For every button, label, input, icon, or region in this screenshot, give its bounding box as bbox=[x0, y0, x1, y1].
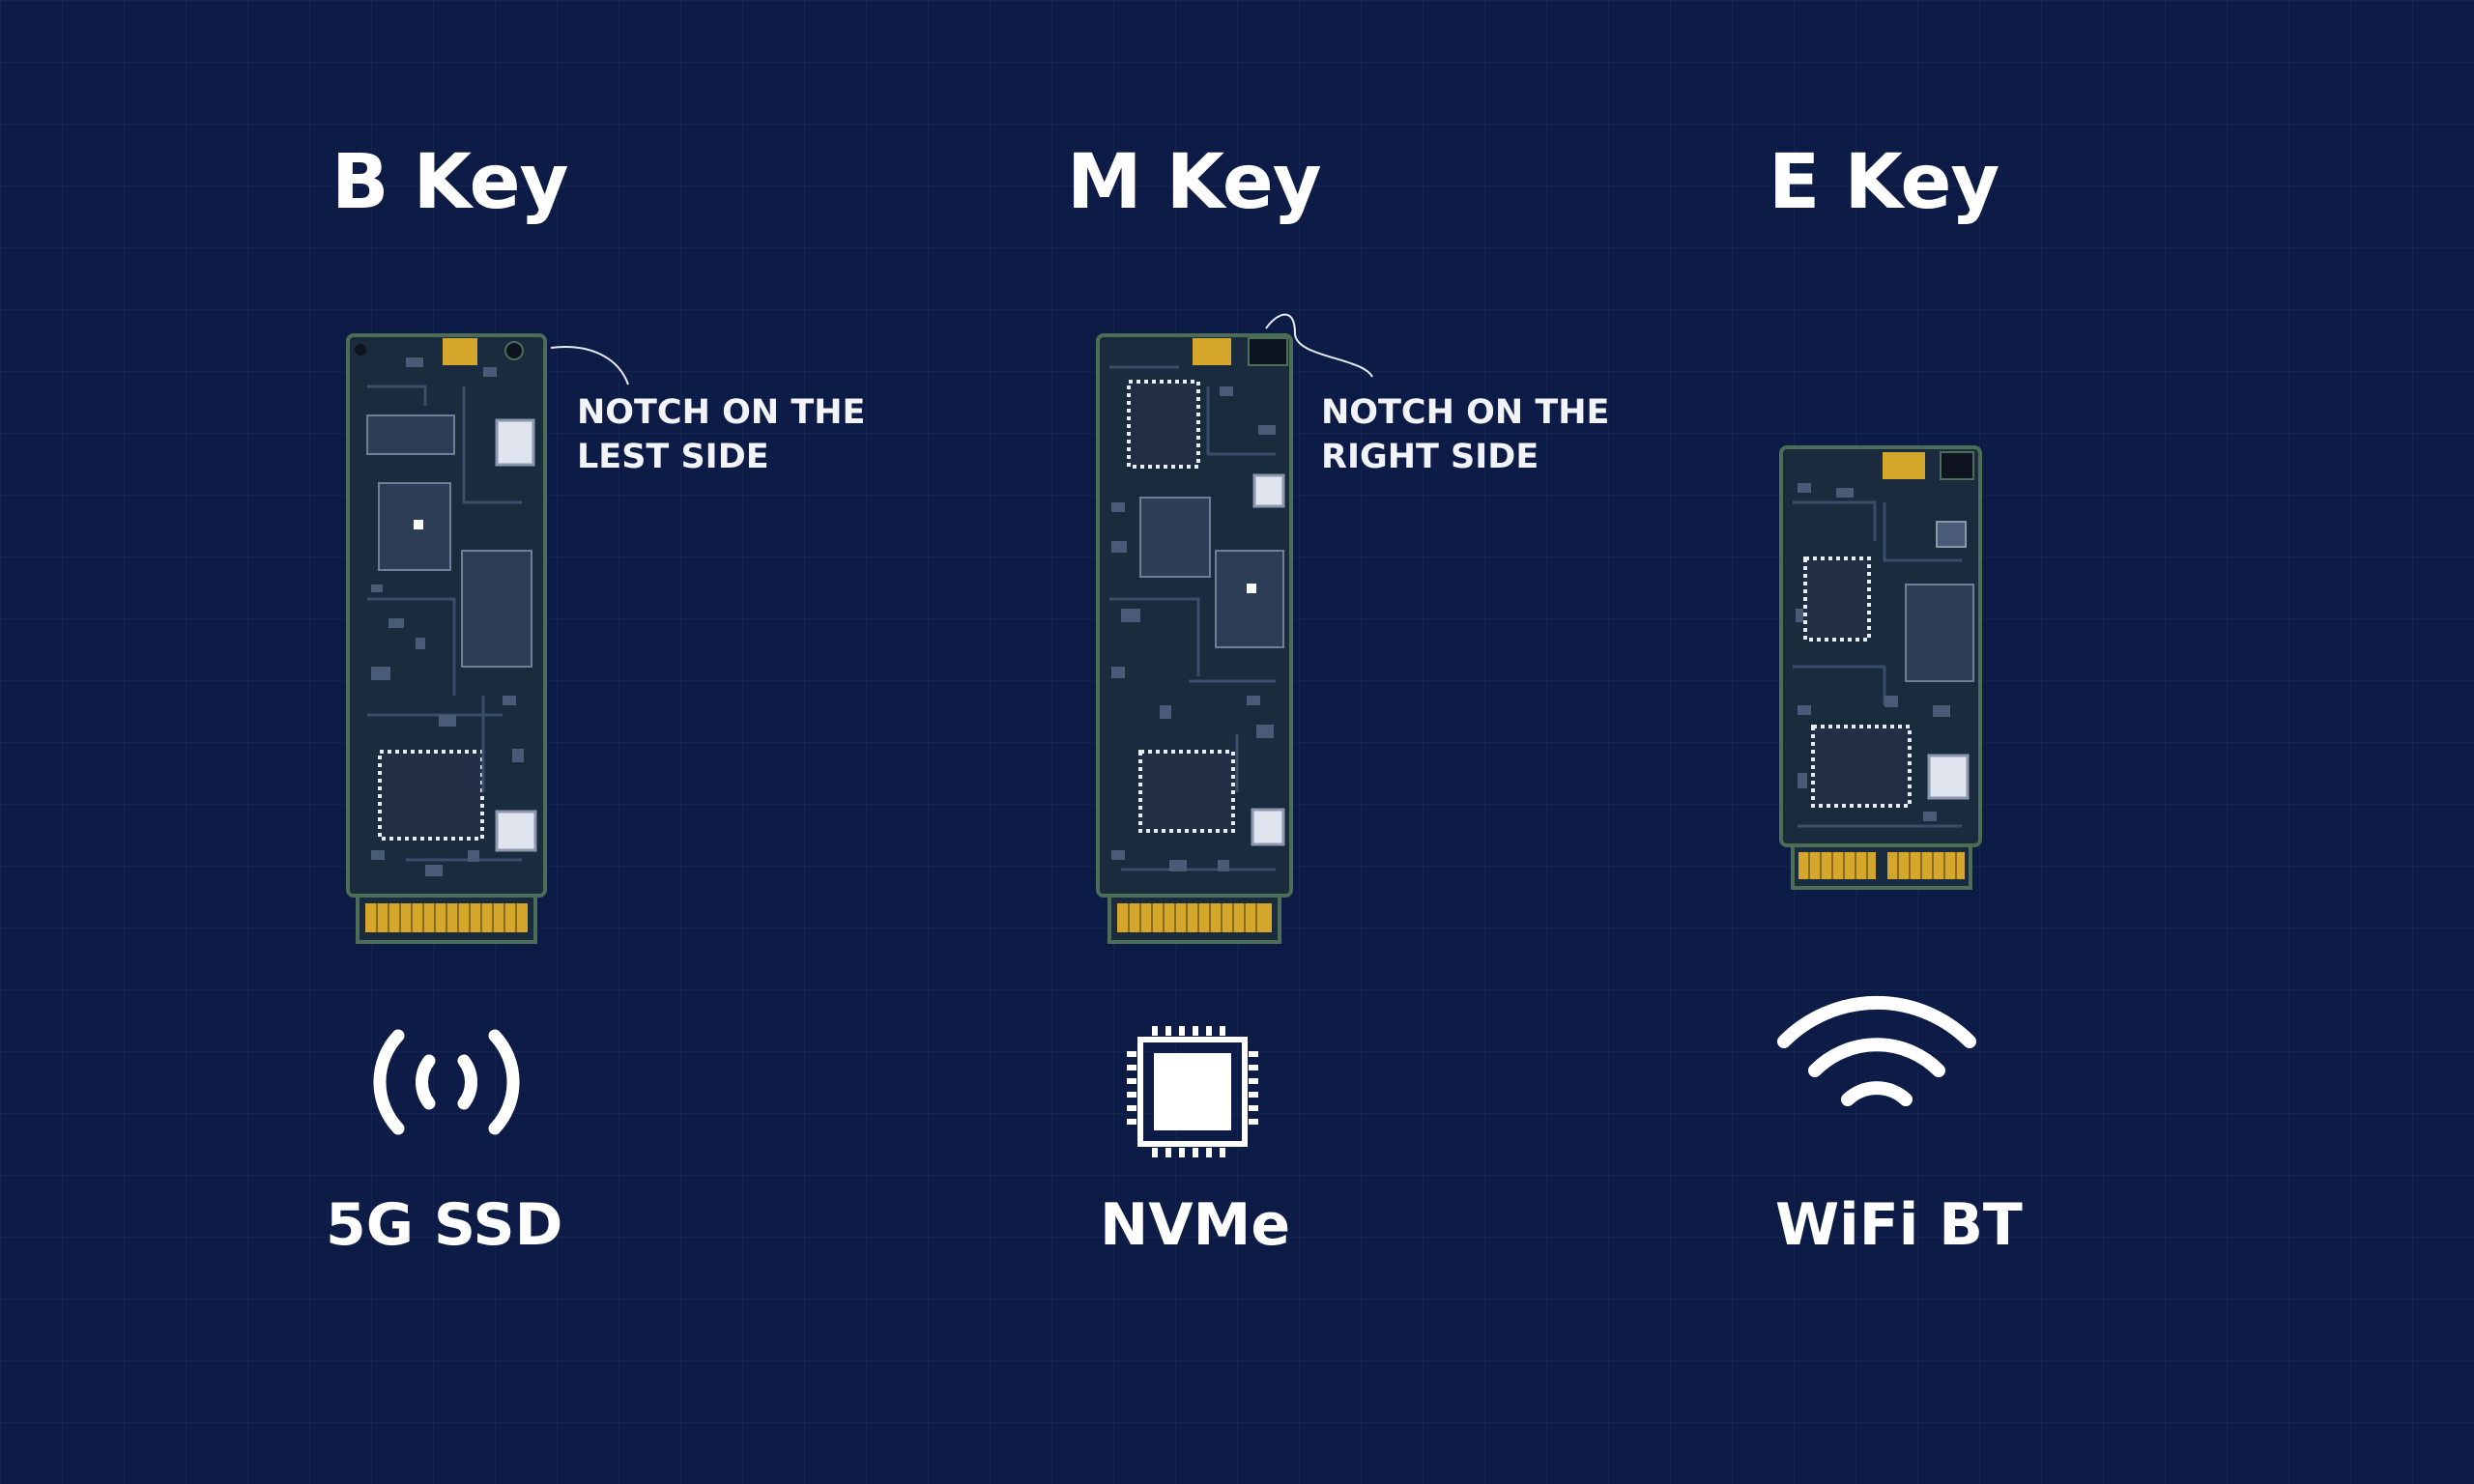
e-key-use-label: WiFi BT bbox=[1775, 1191, 2023, 1259]
m-key-notch-note-line-1: NOTCH ON THE bbox=[1321, 393, 1610, 432]
b-key-notch-note-line-2: LEST SIDE bbox=[577, 438, 769, 476]
m-key-use-label: NVMe bbox=[1100, 1191, 1291, 1259]
m-key-pcb bbox=[1096, 333, 1293, 944]
m-key-notch-callout-line bbox=[1265, 313, 1373, 378]
m-key-gold-contacts bbox=[1117, 903, 1272, 932]
chip-icon bbox=[1127, 1026, 1258, 1157]
e-key-gold-contacts-right bbox=[1887, 852, 1965, 879]
e-key-heading: E Key bbox=[1769, 139, 1999, 226]
m-key-notch-note-line-2: RIGHT SIDE bbox=[1321, 438, 1539, 476]
e-key-gold-contacts-left bbox=[1798, 852, 1876, 879]
b-key-heading: B Key bbox=[331, 139, 568, 226]
b-key-notch-note: NOTCH ON THE LEST SIDE bbox=[577, 390, 865, 479]
m-key-notch-note: NOTCH ON THE RIGHT SIDE bbox=[1321, 390, 1609, 479]
b-key-use-label: 5G SSD bbox=[326, 1191, 563, 1259]
b-key-notch-callout-line bbox=[550, 346, 629, 385]
m-key-heading: M Key bbox=[1067, 139, 1322, 226]
b-key-notch-note-line-1: NOTCH ON THE bbox=[577, 393, 866, 432]
b-key-pcb bbox=[346, 333, 547, 944]
cellular-signal-icon bbox=[373, 1029, 520, 1135]
e-key-pcb bbox=[1779, 445, 1982, 890]
wifi-icon bbox=[1777, 995, 1976, 1106]
